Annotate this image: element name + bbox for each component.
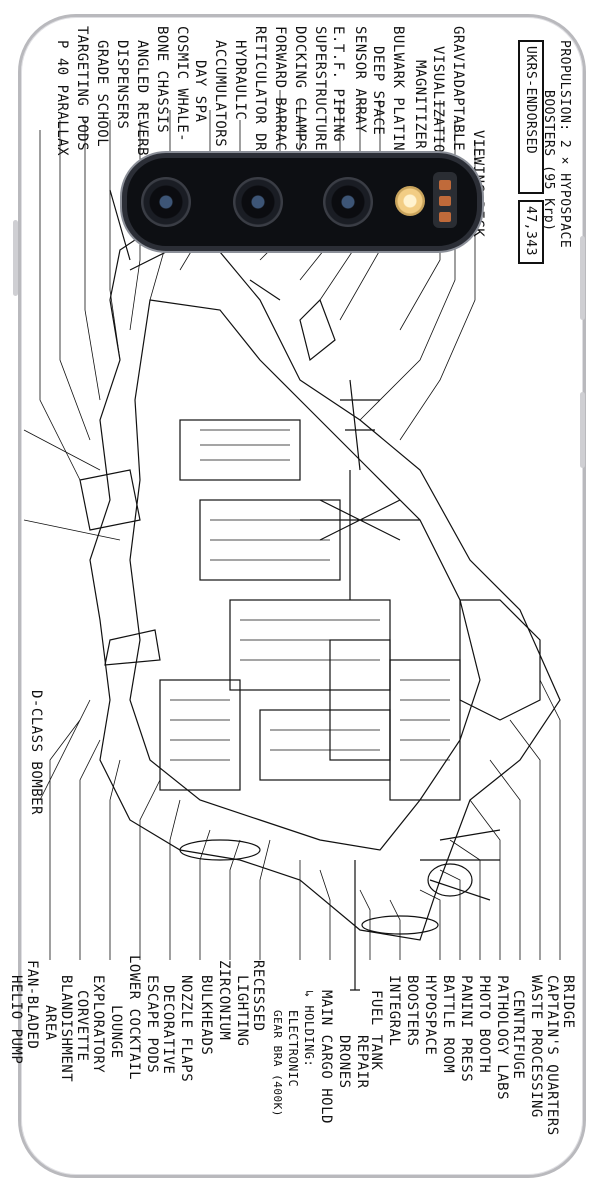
label-exploratory: EXPLORATORY	[90, 975, 106, 1074]
camera-lens-icon	[233, 177, 283, 227]
label-captains-quarters: CAPTAIN'S QUARTERS	[544, 975, 560, 1136]
label-grade-school: GRADE SCHOOL	[94, 40, 110, 148]
label-bridge: BRIDGE	[560, 975, 576, 1029]
bixby-button	[580, 392, 585, 468]
label-boosters: BOOSTERS	[404, 975, 420, 1047]
flash-icon	[395, 186, 425, 216]
label-dispensers: DISPENSERS	[114, 40, 130, 130]
label-zirconium: ZIRCONIUM	[216, 960, 232, 1041]
label-deep-space: DEEP SPACE	[370, 46, 386, 136]
label-decorative: DECORATIVE	[160, 985, 176, 1075]
camera-lens-icon	[323, 177, 373, 227]
propulsion-note: PROPULSION: 2 × HYPOSPACE	[557, 40, 572, 249]
label-holding: ↳ HOLDING:	[302, 990, 316, 1068]
power-button	[580, 236, 585, 320]
label-repair: REPAIR	[354, 1035, 370, 1089]
label-recessed: RECESSED	[250, 960, 266, 1032]
label-visualization: VISUALIZATION	[430, 46, 446, 163]
label-etf-piping: E.T.F. PIPING	[330, 26, 346, 143]
label-escape-pods: ESCAPE PODS	[144, 975, 160, 1074]
label-targeting-pods: TARGETING PODS	[74, 26, 90, 152]
label-area: AREA	[42, 1005, 58, 1041]
label-forward-barrack: FORWARD BARRACK	[272, 26, 288, 160]
label-centrifuge: CENTRIFUGE	[510, 990, 526, 1080]
label-main-cargo-hold: MAIN CARGO HOLD	[318, 990, 334, 1124]
label-bone-chassis: BONE CHASSIS	[154, 26, 170, 134]
label-docking-clamps: DOCKING CLAMPS	[292, 26, 308, 152]
volume-button	[13, 220, 18, 296]
label-reticulator-drum: RETICULATOR DRUM	[252, 26, 268, 169]
label-drones: DRONES	[336, 1035, 352, 1089]
label-cosmic-whale: COSMIC WHALE-	[174, 26, 190, 143]
label-magnitizer: MAGNITIZER	[412, 60, 428, 150]
camera-module	[122, 153, 482, 251]
label-sensor-array: SENSOR ARRAY	[352, 26, 368, 134]
label-hypospace: HYPOSPACE	[422, 975, 438, 1056]
label-accumulators: ACCUMULATORS	[212, 40, 228, 148]
label-lighting: LIGHTING	[234, 975, 250, 1047]
label-d-class-bomber: D-CLASS BOMBER	[28, 690, 44, 816]
label-blandishment: BLANDISHMENT	[58, 975, 74, 1083]
label-hydraulic: HYDRAULIC	[232, 40, 248, 121]
label-superstructure: SUPERSTRUCTURE	[312, 26, 328, 152]
label-electronic: ELECTRONIC	[286, 1010, 300, 1088]
label-bulkheads: BULKHEADS	[198, 975, 214, 1056]
label-battle-room: BATTLE ROOM	[440, 975, 456, 1074]
label-lower-cocktail: LOWER COCKTAIL	[126, 955, 142, 1081]
code-box	[518, 200, 544, 264]
label-day-spa: DAY SPA	[192, 60, 208, 123]
endorsed-stamp: UKRS-ENDORSED	[523, 46, 538, 155]
label-corvette: CORVETTE	[74, 990, 90, 1062]
label-panini-press: PANINI PRESS	[458, 975, 474, 1083]
label-fuel-tank: FUEL TANK	[368, 990, 384, 1071]
label-fan-bladed: FAN-BLADED	[24, 960, 40, 1050]
label-lounge: LOUNGE	[108, 1005, 124, 1059]
label-angled-reverb: ANGLED REVERB	[134, 40, 150, 157]
label-bulwark-plating: BULWARK PLATING	[390, 26, 406, 160]
camera-lens-icon	[141, 177, 191, 227]
label-parallax: P 40 PARALLAX	[54, 40, 70, 157]
label-pathology-labs: PATHOLOGY LABS	[494, 975, 510, 1101]
label-helio-pump: HELIO PUMP	[8, 975, 24, 1065]
label-nozzle-flaps: NOZZLE FLAPS	[178, 975, 194, 1083]
label-photo-booth: PHOTO BOOTH	[476, 975, 492, 1074]
code-label: 47,343	[523, 206, 538, 256]
label-integral: INTEGRAL	[386, 975, 402, 1047]
endorsed-box	[518, 40, 544, 194]
label-waste-processing: WASTE PROCESSING	[528, 975, 544, 1118]
sensor-icon	[433, 172, 457, 228]
label-gear-bra: GEAR BRA (400K)	[271, 1010, 284, 1117]
